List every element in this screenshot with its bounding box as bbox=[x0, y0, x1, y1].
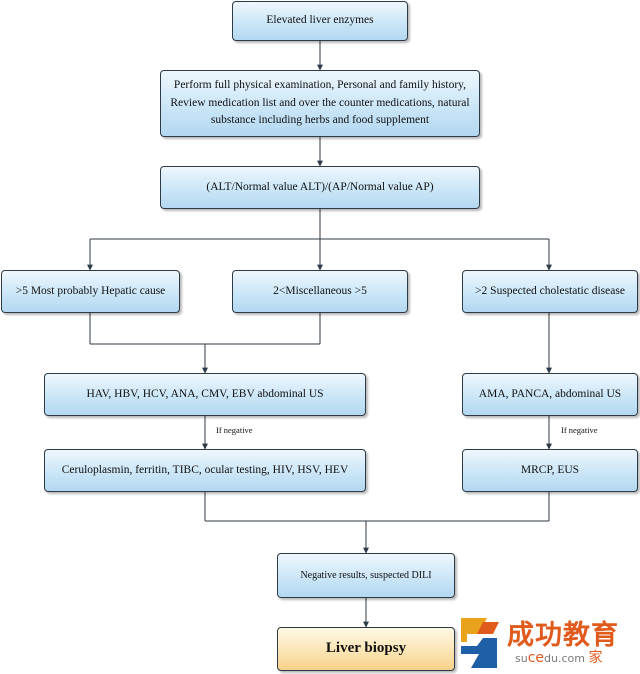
node-biopsy-label: Liver biopsy bbox=[325, 640, 407, 657]
node-cholestatic-label: >2 Suspected cholestatic disease bbox=[475, 284, 625, 297]
node-mrcp-eus: MRCP, EUS bbox=[462, 449, 638, 492]
node-hepatic-label: >5 Most probably Hepatic cause bbox=[15, 284, 166, 297]
node-hav-panel-label: HAV, HBV, HCV, ANA, CMV, EBV abdominal U… bbox=[86, 387, 324, 400]
watermark-sub-tail: 家 bbox=[588, 649, 603, 666]
node-negative-label: Negative results, suspected DILI bbox=[300, 569, 432, 581]
watermark-sub-mid: ce bbox=[527, 649, 545, 666]
edge-label-if-negative-left: If negative bbox=[216, 425, 253, 435]
exam-line-3: substance including herbs and food suppl… bbox=[210, 114, 430, 127]
node-hepatic-cause: >5 Most probably Hepatic cause bbox=[1, 270, 180, 313]
watermark: 成功教育 sucedu.com 家 bbox=[457, 612, 640, 674]
exam-line-1: Perform full physical examination, Perso… bbox=[173, 78, 467, 91]
node-hav-panel: HAV, HBV, HCV, ANA, CMV, EBV abdominal U… bbox=[44, 373, 366, 416]
node-ceruloplasmin-panel: Ceruloplasmin, ferritin, TIBC, ocular te… bbox=[44, 449, 366, 492]
node-elevated-liver-enzymes: Elevated liver enzymes bbox=[232, 1, 408, 41]
node-ratio: (ALT/Normal value ALT)/(AP/Normal value … bbox=[160, 166, 480, 209]
edge-label-if-negative-right: If negative bbox=[561, 425, 598, 435]
exam-line-2: Review medication list and over the coun… bbox=[170, 96, 470, 109]
node-liver-biopsy: Liver biopsy bbox=[277, 627, 455, 671]
node-mrcp-label: MRCP, EUS bbox=[520, 463, 580, 476]
watermark-logo-icon bbox=[461, 618, 499, 668]
node-ratio-label: (ALT/Normal value ALT)/(AP/Normal value … bbox=[206, 180, 434, 193]
node-elevated-label: Elevated liver enzymes bbox=[266, 14, 374, 27]
node-ama-panel-label: AMA, PANCA, abdominal US bbox=[478, 387, 622, 400]
watermark-title: 成功教育 bbox=[507, 619, 619, 651]
node-miscellaneous: 2<Miscellaneous >5 bbox=[232, 270, 408, 313]
node-cholestatic-disease: >2 Suspected cholestatic disease bbox=[462, 270, 638, 313]
node-cerulo-label: Ceruloplasmin, ferritin, TIBC, ocular te… bbox=[61, 463, 349, 476]
watermark-subtitle: sucedu.com 家 bbox=[515, 651, 619, 665]
node-negative-dili: Negative results, suspected DILI bbox=[277, 553, 455, 598]
watermark-sub-prefix: su bbox=[515, 651, 528, 665]
watermark-sub-suffix: du.com bbox=[544, 651, 585, 665]
node-misc-label: 2<Miscellaneous >5 bbox=[273, 284, 367, 297]
node-physical-examination: Perform full physical examination, Perso… bbox=[160, 70, 480, 137]
node-ama-panel: AMA, PANCA, abdominal US bbox=[462, 373, 638, 416]
